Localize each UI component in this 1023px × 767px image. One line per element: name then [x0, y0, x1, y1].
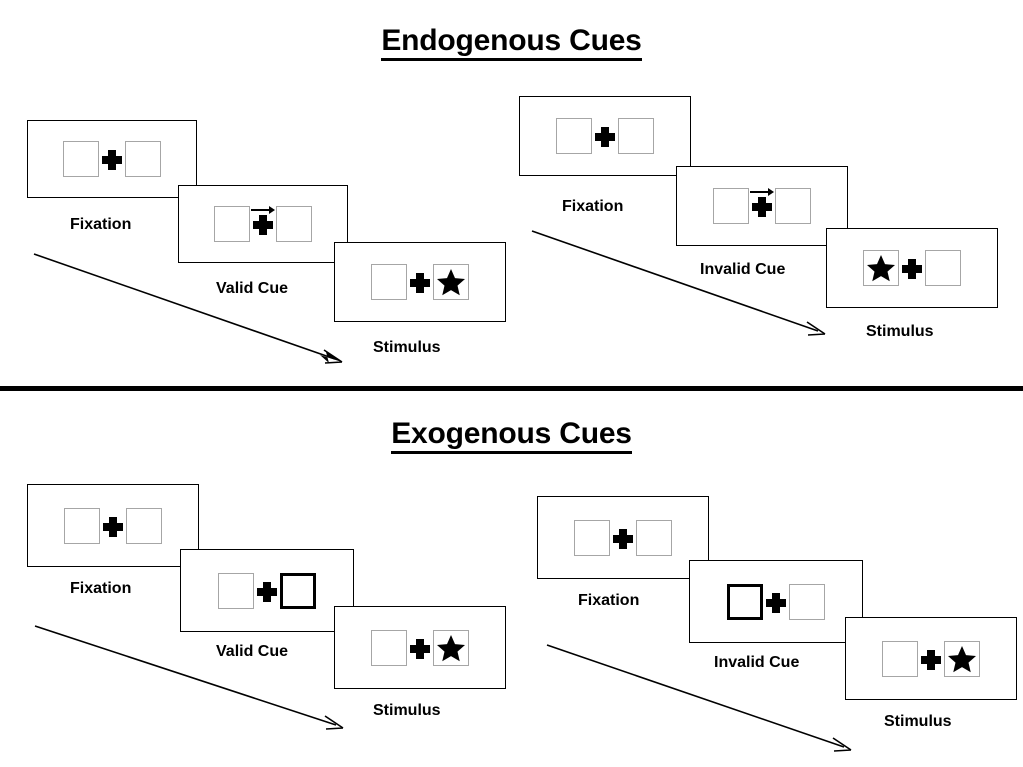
left-placeholder-box: [218, 572, 254, 609]
caption-exogenous-valid-cue: Valid Cue: [216, 643, 289, 660]
frame-endogenous-invalid-stimulus[interactable]: [826, 228, 998, 308]
section-title-endogenous: Endogenous Cues: [0, 26, 1023, 61]
right-placeholder-box: [925, 250, 961, 286]
flow-arrow-exogenous-invalid: [545, 641, 865, 761]
star-stimulus-icon: [947, 644, 977, 674]
frame-endogenous-invalid-cue[interactable]: [676, 166, 848, 246]
left-placeholder-box: [371, 264, 407, 300]
arrow-right-cue-icon: [251, 205, 277, 215]
right-placeholder-box: [126, 507, 162, 544]
frame-endogenous-valid-cue[interactable]: [178, 185, 348, 263]
fixation-cross-icon: [592, 118, 618, 154]
right-placeholder-box: [636, 519, 672, 556]
frame-endogenous-valid-stimulus[interactable]: [334, 242, 506, 322]
frame-exogenous-invalid-cue[interactable]: [689, 560, 863, 643]
caption-exogenous-valid-stimulus: Stimulus: [373, 702, 441, 719]
fixation-cross-icon: [918, 641, 944, 677]
left-placeholder-box: [63, 141, 99, 177]
frame-content: [727, 583, 825, 620]
right-placeholder-box: [433, 264, 469, 300]
left-placeholder-box: [863, 250, 899, 286]
frame-content: [214, 205, 312, 242]
left-placeholder-box: [713, 188, 749, 224]
frame-content: [371, 264, 469, 300]
frame-content: [63, 141, 161, 177]
right-highlighted-cue-box: [280, 572, 316, 609]
frame-content: [556, 118, 654, 154]
star-stimulus-icon: [436, 267, 466, 297]
fixation-cross-icon: [899, 250, 925, 286]
caption-endogenous-invalid-fixation: Fixation: [562, 198, 624, 215]
caption-exogenous-valid-fixation: Fixation: [70, 580, 132, 597]
flow-arrow-endogenous-valid: [32, 250, 352, 370]
right-placeholder-box: [618, 118, 654, 154]
frame-content: [713, 187, 811, 224]
fixation-cross-icon: [763, 584, 789, 620]
frame-content: [882, 640, 980, 677]
left-placeholder-box: [64, 507, 100, 544]
fixation-cross-icon: [100, 508, 126, 544]
section-title-exogenous-text: Exogenous Cues: [391, 419, 632, 454]
caption-exogenous-invalid-stimulus: Stimulus: [884, 713, 952, 730]
fixation-cross-icon: [407, 630, 433, 666]
caption-endogenous-valid-cue: Valid Cue: [216, 280, 289, 297]
section-divider: [0, 386, 1023, 391]
caption-endogenous-valid-stimulus: Stimulus: [373, 339, 441, 356]
right-placeholder-box: [433, 629, 469, 666]
fixation-cross-icon: [250, 205, 277, 242]
left-placeholder-box: [556, 118, 592, 154]
fixation-cross-icon: [610, 520, 636, 556]
star-stimulus-icon: [866, 253, 896, 283]
caption-exogenous-invalid-cue: Invalid Cue: [714, 654, 800, 671]
left-placeholder-box: [371, 629, 407, 666]
section-title-exogenous: Exogenous Cues: [0, 419, 1023, 454]
fixation-cross-icon: [749, 187, 776, 224]
flow-arrow-exogenous-valid: [33, 622, 353, 742]
caption-endogenous-invalid-cue: Invalid Cue: [700, 261, 786, 278]
right-placeholder-box: [125, 141, 161, 177]
left-placeholder-box: [882, 640, 918, 677]
right-placeholder-box: [789, 583, 825, 620]
fixation-cross-icon: [254, 573, 280, 609]
fixation-cross-icon: [407, 264, 433, 300]
right-placeholder-box: [775, 188, 811, 224]
right-placeholder-box: [944, 640, 980, 677]
frame-content: [371, 629, 469, 666]
caption-endogenous-valid-fixation: Fixation: [70, 216, 132, 233]
section-title-endogenous-text: Endogenous Cues: [381, 26, 642, 61]
frame-exogenous-invalid-fixation[interactable]: [537, 496, 709, 579]
frame-endogenous-valid-fixation[interactable]: [27, 120, 197, 198]
frame-exogenous-invalid-stimulus[interactable]: [845, 617, 1017, 700]
right-placeholder-box: [276, 206, 312, 242]
frame-exogenous-valid-stimulus[interactable]: [334, 606, 506, 689]
caption-endogenous-invalid-stimulus: Stimulus: [866, 323, 934, 340]
star-stimulus-icon: [436, 633, 466, 663]
frame-content: [218, 572, 316, 609]
left-highlighted-cue-box: [727, 583, 763, 620]
frame-content: [863, 250, 961, 286]
caption-exogenous-invalid-fixation: Fixation: [578, 592, 640, 609]
fixation-cross-icon: [99, 141, 125, 177]
left-placeholder-box: [574, 519, 610, 556]
left-placeholder-box: [214, 206, 250, 242]
frame-content: [574, 519, 672, 556]
arrow-right-cue-icon: [750, 187, 776, 197]
frame-content: [64, 507, 162, 544]
flow-arrow-endogenous-invalid: [530, 227, 850, 347]
frame-exogenous-valid-fixation[interactable]: [27, 484, 199, 567]
frame-endogenous-invalid-fixation[interactable]: [519, 96, 691, 176]
frame-exogenous-valid-cue[interactable]: [180, 549, 354, 632]
